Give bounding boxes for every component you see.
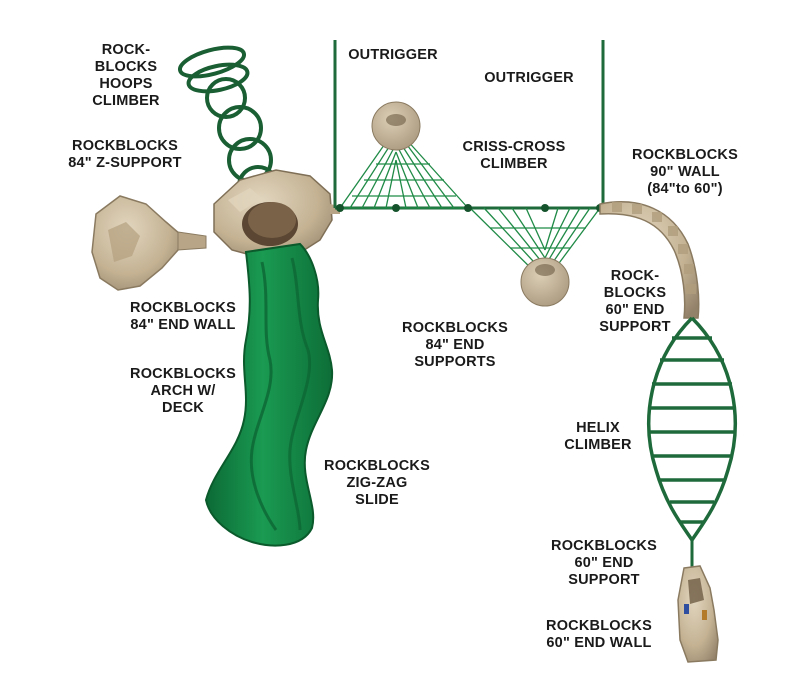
end-support-84-bottom	[521, 258, 569, 306]
label-line: ROCKBLOCKS	[524, 618, 674, 635]
label-helix-climber: HELIX CLIMBER	[548, 420, 648, 454]
label-wall-90: ROCKBLOCKS 90" WALL (84"to 60")	[610, 147, 760, 198]
label-line: ROCK-	[78, 42, 174, 59]
label-end-support-60-top: ROCK- BLOCKS 60" END SUPPORT	[580, 268, 690, 336]
arch-deck-rock	[214, 170, 340, 258]
label-zigzag-slide: ROCKBLOCKS ZIG-ZAG SLIDE	[302, 458, 452, 509]
helix-climber	[648, 318, 736, 572]
label-end-wall-60: ROCKBLOCKS 60" END WALL	[524, 618, 674, 652]
label-line: ZIG-ZAG	[302, 475, 452, 492]
label-criss-cross: CRISS-CROSS CLIMBER	[444, 139, 584, 173]
label-line: CLIMBER	[78, 93, 174, 110]
label-line: ROCKBLOCKS	[108, 300, 258, 317]
label-end-support-60-bottom: ROCKBLOCKS 60" END SUPPORT	[534, 538, 674, 589]
label-line: DECK	[108, 400, 258, 417]
label-line: 60" END	[580, 302, 690, 319]
z-support-rock	[92, 196, 206, 290]
label-line: ARCH W/	[108, 383, 258, 400]
label-line: SUPPORT	[534, 572, 674, 589]
label-line: ROCKBLOCKS	[302, 458, 452, 475]
label-line: CRISS-CROSS	[444, 139, 584, 156]
label-z-support: ROCKBLOCKS 84" Z-SUPPORT	[50, 138, 200, 172]
label-line: ROCKBLOCKS	[610, 147, 760, 164]
label-line: SLIDE	[302, 492, 452, 509]
label-line: BLOCKS	[580, 285, 690, 302]
label-line: ROCK-	[580, 268, 690, 285]
label-line: (84"to 60")	[610, 181, 760, 198]
label-line: 84" END	[380, 337, 530, 354]
end-support-84-top	[372, 102, 420, 150]
label-outrigger-1: OUTRIGGER	[338, 47, 448, 64]
label-end-wall-84: ROCKBLOCKS 84" END WALL	[108, 300, 258, 334]
label-line: SUPPORTS	[380, 354, 530, 371]
label-hoops-climber: ROCK- BLOCKS HOOPS CLIMBER	[78, 42, 174, 110]
label-line: 84" Z-SUPPORT	[50, 155, 200, 172]
label-line: ROCKBLOCKS	[534, 538, 674, 555]
end-wall-60-rock	[678, 566, 718, 662]
label-line: SUPPORT	[580, 319, 690, 336]
label-line: BLOCKS	[78, 59, 174, 76]
label-line: 90" WALL	[610, 164, 760, 181]
label-line: HOOPS	[78, 76, 174, 93]
label-line: ROCKBLOCKS	[108, 366, 258, 383]
label-line: CLIMBER	[548, 437, 648, 454]
label-line: 60" END WALL	[524, 635, 674, 652]
label-end-supports-84: ROCKBLOCKS 84" END SUPPORTS	[380, 320, 530, 371]
label-line: ROCKBLOCKS	[380, 320, 530, 337]
label-line: ROCKBLOCKS	[50, 138, 200, 155]
label-line: 84" END WALL	[108, 317, 258, 334]
label-line: HELIX	[548, 420, 648, 437]
label-line: 60" END	[534, 555, 674, 572]
label-arch-deck: ROCKBLOCKS ARCH W/ DECK	[108, 366, 258, 417]
label-line: OUTRIGGER	[464, 70, 594, 87]
label-line: OUTRIGGER	[338, 47, 448, 64]
label-line: CLIMBER	[444, 156, 584, 173]
label-outrigger-2: OUTRIGGER	[464, 70, 594, 87]
